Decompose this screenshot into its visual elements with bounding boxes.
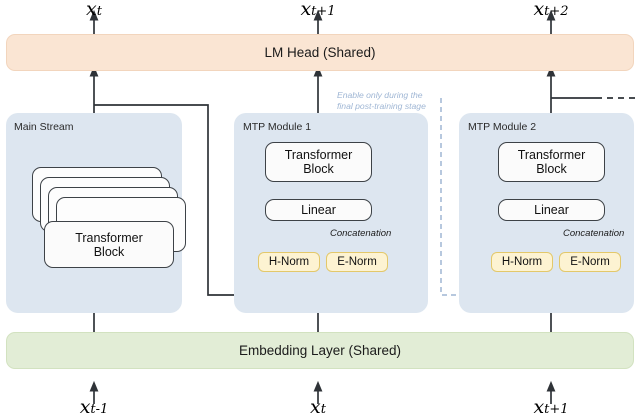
mtp1-concatenation-caption: Concatenation bbox=[330, 228, 392, 239]
mtp1-linear-label: Linear bbox=[301, 203, 336, 217]
mtp2-h-norm-label: H-Norm bbox=[501, 256, 543, 268]
mtp1-h-norm[interactable]: H-Norm bbox=[258, 252, 320, 272]
main-stream-transformer-block[interactable]: Transformer Block bbox=[44, 221, 174, 268]
mtp1-e-norm-label: E-Norm bbox=[337, 256, 377, 268]
mtp1-e-norm[interactable]: E-Norm bbox=[326, 252, 388, 272]
mtp2-linear-block[interactable]: Linear bbox=[498, 199, 605, 221]
mtp1-transformer-line1: Transformer bbox=[284, 148, 353, 162]
mtp2-h-norm[interactable]: H-Norm bbox=[491, 252, 553, 272]
mtp2-concatenation-caption: Concatenation bbox=[563, 228, 625, 239]
mtp1-transformer-block[interactable]: Transformer Block bbox=[265, 142, 372, 182]
mtp1-transformer-line2: Block bbox=[303, 162, 334, 176]
output-token-xt: xt bbox=[86, 0, 102, 20]
lm-head-block[interactable]: LM Head (Shared) bbox=[6, 34, 634, 71]
mtp1-linear-block[interactable]: Linear bbox=[265, 199, 372, 221]
main-stream-label: Main Stream bbox=[14, 121, 74, 133]
enable-annotation: Enable only during the final post-traini… bbox=[337, 90, 441, 111]
output-token-xt1: xt+1 bbox=[300, 0, 336, 20]
mtp-module-1-label: MTP Module 1 bbox=[243, 121, 312, 133]
mtp-module-2-label: MTP Module 2 bbox=[468, 121, 537, 133]
input-token-xt: xt bbox=[310, 396, 326, 418]
mtp2-linear-label: Linear bbox=[534, 203, 569, 217]
embedding-layer-block[interactable]: Embedding Layer (Shared) bbox=[6, 332, 634, 369]
mtp2-e-norm[interactable]: E-Norm bbox=[559, 252, 621, 272]
output-token-xt2: xt+2 bbox=[533, 0, 569, 20]
mtp2-transformer-line1: Transformer bbox=[517, 148, 586, 162]
mtp1-h-norm-label: H-Norm bbox=[268, 256, 310, 268]
input-token-xt-1: xt-1 bbox=[79, 396, 109, 418]
enable-annotation-line1: Enable only during the bbox=[337, 90, 423, 100]
main-stream-transformer-line1: Transformer bbox=[75, 230, 143, 245]
mtp2-e-norm-label: E-Norm bbox=[570, 256, 610, 268]
enable-annotation-line2: final post-training stage bbox=[337, 100, 426, 111]
main-stream-transformer-line2: Block bbox=[93, 244, 125, 259]
input-token-xt1: xt+1 bbox=[533, 396, 569, 418]
mtp2-transformer-block[interactable]: Transformer Block bbox=[498, 142, 605, 182]
mtp2-transformer-line2: Block bbox=[536, 162, 567, 176]
lm-head-label: LM Head (Shared) bbox=[264, 45, 376, 60]
embedding-layer-label: Embedding Layer (Shared) bbox=[238, 343, 402, 358]
